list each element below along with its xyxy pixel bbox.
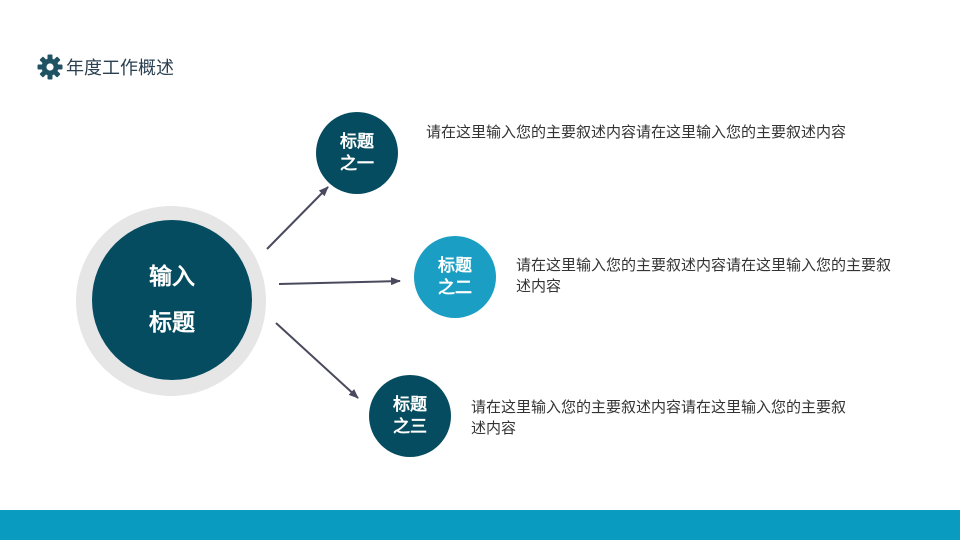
arrow-to-node-3 [275, 322, 359, 399]
arrow-to-node-2 [278, 277, 401, 286]
footer-bar [0, 510, 960, 540]
gear-icon [37, 54, 63, 80]
arrow-to-node-1 [266, 186, 329, 250]
node-2-title-line-1: 标题 [438, 256, 472, 276]
node-1-description: 请在这里输入您的主要叙述内容请在这里输入您的主要叙述内容 [426, 123, 847, 141]
node-3-description: 请在这里输入您的主要叙述内容请在这里输入您的主要叙述内容 [471, 398, 847, 437]
node-3-title-line-1: 标题 [393, 395, 427, 415]
node-1-title-line-1: 标题 [340, 132, 374, 152]
node-3-circle: 标题 之三 [369, 375, 451, 457]
center-title-line-2: 标题 [149, 310, 195, 336]
node-1-title-line-2: 之一 [340, 154, 374, 174]
slide-header: 年度工作概述 [36, 52, 174, 82]
node-2-circle: 标题 之二 [414, 236, 496, 318]
center-title-line-1: 输入 [149, 264, 195, 290]
center-title-circle: 输入 标题 [92, 220, 252, 380]
node-2-title-line-2: 之二 [438, 278, 472, 298]
node-2-description: 请在这里输入您的主要叙述内容请在这里输入您的主要叙述内容 [516, 256, 892, 295]
node-3-title-line-2: 之三 [393, 417, 427, 437]
node-1-circle: 标题 之一 [316, 112, 398, 194]
page-title: 年度工作概述 [66, 58, 174, 79]
